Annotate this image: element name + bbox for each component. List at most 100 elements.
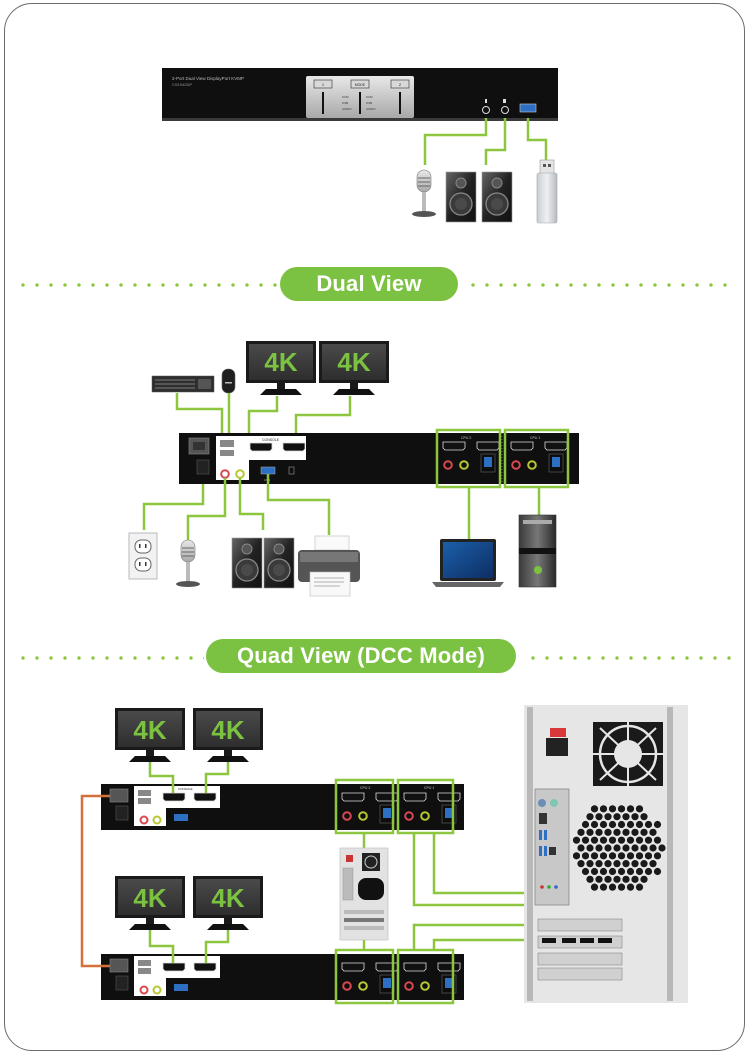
vent-hole	[635, 852, 644, 860]
vent-hole	[626, 805, 635, 813]
vent-hole	[613, 875, 621, 883]
dual-rear-panel: CONSOLE USB CPU 2 CPU 1	[179, 428, 579, 489]
vent-hole	[586, 844, 594, 852]
divider-dots-right	[526, 656, 736, 660]
vent-hole	[617, 852, 626, 860]
vent-hole	[653, 867, 662, 876]
svg-text:MODE: MODE	[355, 83, 366, 87]
vent-hole	[617, 836, 626, 844]
svg-text:1: 1	[322, 82, 325, 87]
vent-hole	[586, 828, 594, 836]
front-speaker-jack	[501, 106, 509, 114]
divider-dots-right	[466, 283, 736, 287]
microphone-icon	[175, 539, 201, 588]
vent-hole	[635, 805, 644, 813]
vent-hole	[640, 844, 648, 852]
front-model-line1: 2-Port Dual View DisplayPort KVMP	[172, 76, 244, 81]
power-jack	[196, 459, 210, 475]
vent-hole	[581, 852, 590, 860]
speaker-icon	[231, 537, 263, 589]
vent-hole	[649, 860, 657, 868]
vent-hole	[613, 813, 621, 821]
vent-hole	[640, 860, 648, 868]
vent-hole	[649, 828, 657, 836]
monitor-4k-label: 4K	[133, 715, 166, 745]
vent-hole	[622, 860, 630, 868]
vent-hole	[653, 836, 662, 844]
speaker-symbol-icon	[503, 99, 506, 103]
front-mic-jack	[482, 106, 490, 114]
port-2-button[interactable]	[390, 79, 410, 89]
vent-hole	[635, 820, 644, 829]
cpu1-port-group	[503, 428, 570, 489]
svg-text:2: 2	[399, 82, 402, 87]
svg-text:CPU 2: CPU 2	[360, 786, 370, 790]
vent-hole	[608, 820, 617, 829]
vent-hole	[595, 875, 603, 883]
vent-hole	[631, 828, 639, 836]
vent-hole	[604, 860, 612, 868]
vent-hole	[604, 828, 612, 836]
monitor-4k-label: 4K	[133, 883, 166, 913]
port-1-button[interactable]	[313, 79, 333, 89]
vent-hole	[572, 836, 581, 844]
vent-hole	[658, 844, 666, 852]
dual-bottom-cables	[142, 474, 541, 540]
page-frame	[4, 3, 745, 1051]
vent-hole	[622, 844, 630, 852]
monitor-4k-label: 4K	[211, 715, 244, 745]
mic-symbol-icon	[485, 99, 487, 103]
dual-top-cables	[175, 393, 352, 440]
vent-hole	[622, 813, 630, 821]
svg-text:USB: USB	[342, 101, 348, 105]
fan-grille-icon	[593, 722, 663, 786]
divider-dots-left	[16, 283, 278, 287]
vent-hole	[622, 828, 630, 836]
vent-hole	[595, 828, 603, 836]
vent-hole	[608, 883, 617, 891]
quad-kvm-unit-2	[101, 948, 464, 1005]
vent-hole	[608, 836, 617, 844]
vent-hole	[617, 867, 626, 876]
vent-hole	[631, 844, 639, 852]
vent-hole	[604, 875, 612, 883]
vent-hole	[644, 867, 653, 876]
power-outlet-icon	[128, 532, 158, 580]
svg-text:CPU 1: CPU 1	[530, 436, 540, 440]
vent-hole	[595, 813, 603, 821]
vent-hole	[590, 836, 599, 844]
vent-hole	[590, 867, 599, 876]
section-pill-dual-view: Dual View	[280, 267, 458, 301]
laptop-icon	[432, 539, 504, 587]
speaker-icon	[263, 537, 295, 589]
vent-hole	[590, 820, 599, 829]
vent-hole	[617, 820, 626, 829]
cpu1-port-group	[396, 778, 455, 835]
front-usb-port	[519, 103, 537, 113]
svg-text:CPU 1: CPU 1	[424, 786, 434, 790]
mini-tower-pc-icon	[339, 847, 389, 941]
vent-hole	[586, 813, 594, 821]
cpu1-port-group	[396, 948, 455, 1005]
vent-hole	[649, 844, 657, 852]
vent-hole	[595, 860, 603, 868]
vent-hole	[626, 820, 635, 829]
svg-text:CONSOLE: CONSOLE	[262, 438, 280, 442]
vent-hole	[631, 813, 639, 821]
printer-icon	[298, 535, 360, 597]
vent-hole	[590, 805, 599, 813]
vent-hole	[635, 867, 644, 876]
vent-hole	[586, 860, 594, 868]
vent-hole	[644, 852, 653, 860]
monitor-4k-label: 4K	[337, 347, 370, 377]
vent-hole	[640, 875, 648, 883]
keyboard-icon	[151, 375, 215, 393]
svg-text:KVM: KVM	[366, 95, 373, 99]
front-cables	[423, 118, 548, 165]
mode-button[interactable]	[350, 79, 370, 89]
vent-hole	[640, 828, 648, 836]
vent-hole	[581, 836, 590, 844]
vent-hole	[631, 860, 639, 868]
monitor-4k-label: 4K	[211, 883, 244, 913]
vent-hex-grille	[572, 805, 666, 891]
